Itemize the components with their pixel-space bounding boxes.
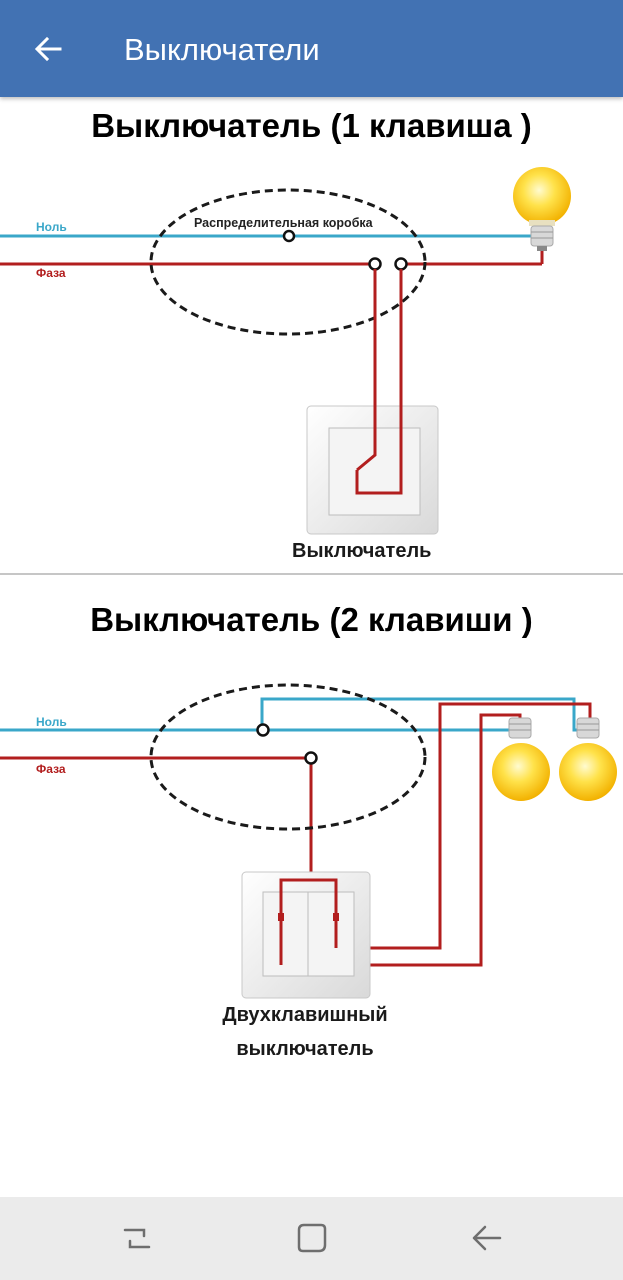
- diagram2-title: Выключатель (2 клавиши ): [90, 601, 533, 638]
- junction-box: [149, 188, 427, 336]
- light-bulb-icon: [513, 167, 571, 251]
- home-icon: [297, 1223, 327, 1253]
- double-switch-plate: [241, 871, 371, 999]
- section-divider: [0, 573, 623, 575]
- switch-label-line2: выключатель: [236, 1038, 373, 1060]
- back-nav-button[interactable]: [456, 1213, 516, 1263]
- phase-label: Фаза: [36, 266, 66, 280]
- junction-box: [149, 683, 427, 831]
- neutral-label: Ноль: [36, 715, 67, 729]
- neutral-label: Ноль: [36, 220, 67, 234]
- light-bulb-icon: [492, 717, 550, 801]
- app-bar: Выключатели: [0, 0, 623, 97]
- single-switch-diagram: Ноль Фаза Распределительная коробка Выкл…: [0, 167, 571, 562]
- switch-plate: [306, 405, 439, 535]
- recent-apps-button[interactable]: [107, 1213, 167, 1263]
- recent-apps-icon: [123, 1228, 151, 1249]
- double-switch-diagram: Ноль Фаза Двухклавишный выключатель: [0, 683, 617, 1060]
- switch-label: Выключатель: [292, 540, 431, 562]
- app-bar-title: Выключатели: [124, 32, 320, 67]
- phase-label: Фаза: [36, 762, 66, 776]
- arrow-left-icon: [34, 36, 62, 62]
- back-button[interactable]: [22, 26, 74, 72]
- system-nav-bar: [0, 1197, 623, 1280]
- diagram1-title: Выключатель (1 клавиша ): [91, 107, 532, 144]
- switch-label-line1: Двухклавишный: [222, 1004, 387, 1026]
- junction-box-label: Распределительная коробка: [194, 216, 374, 230]
- light-bulb-icon: [559, 717, 617, 801]
- home-button[interactable]: [282, 1213, 342, 1263]
- back-nav-icon: [472, 1225, 502, 1251]
